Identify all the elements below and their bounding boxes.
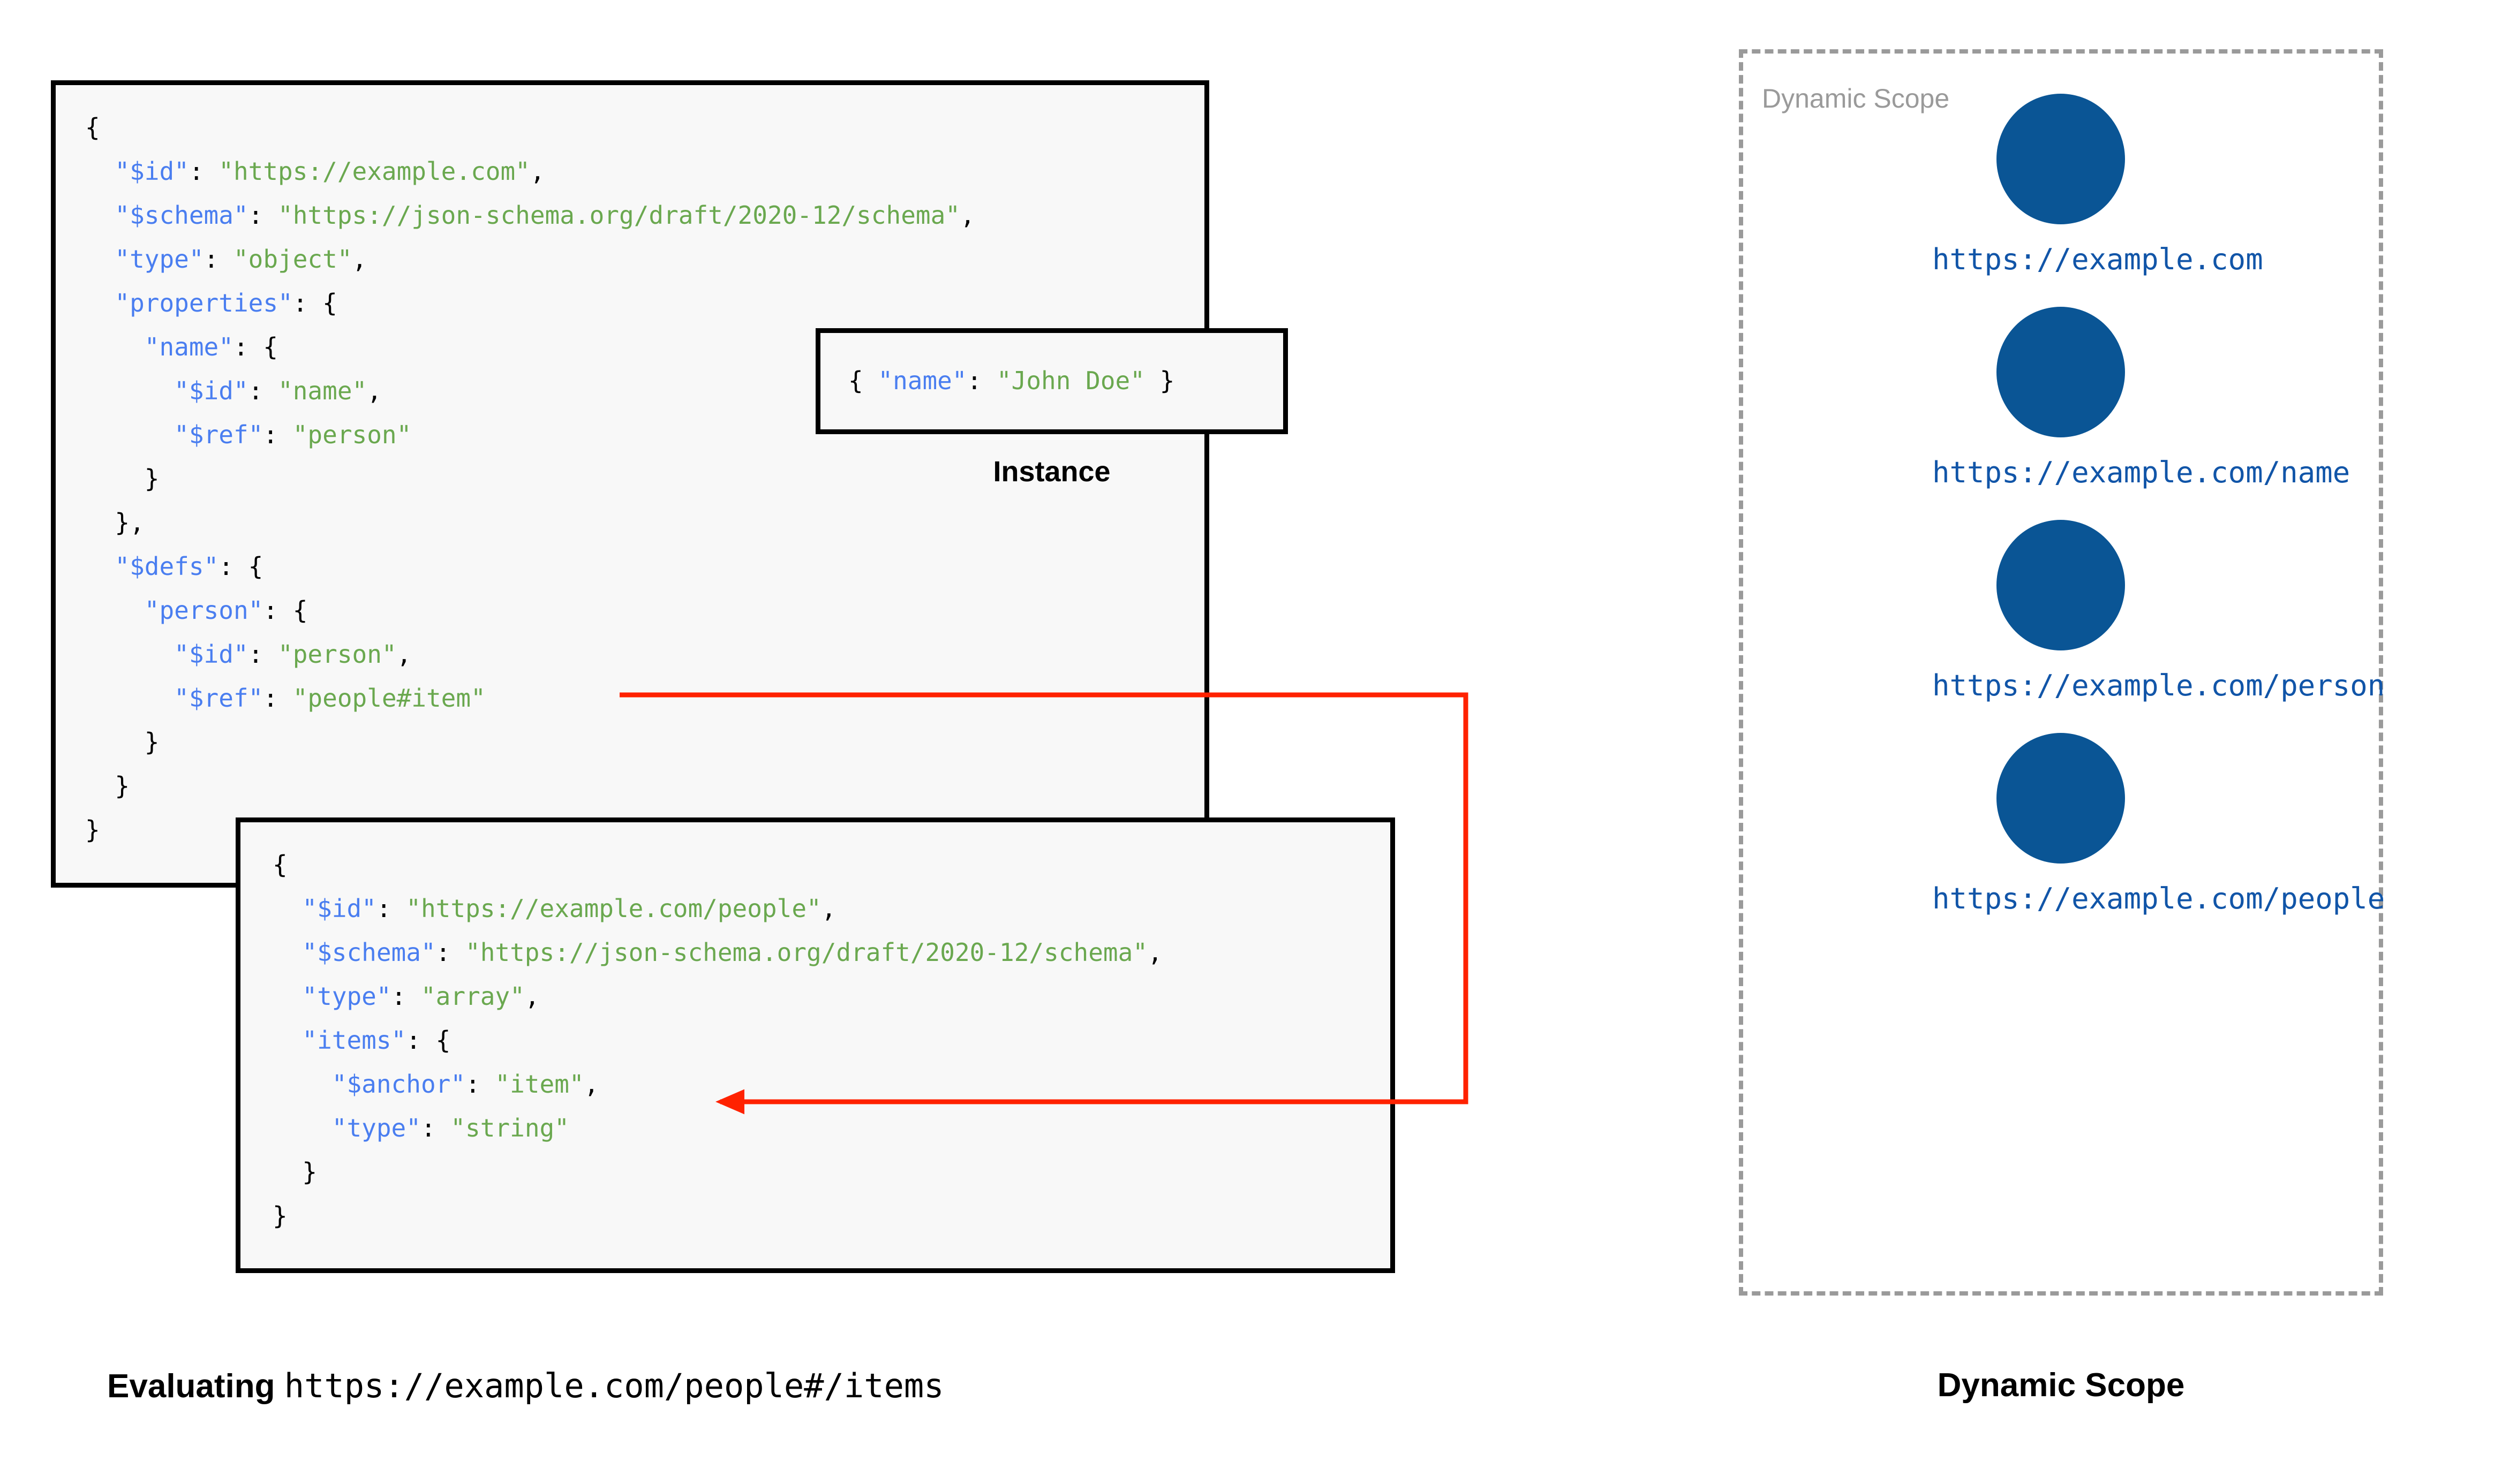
code-line: "$schema": "https://json-schema.org/draf… bbox=[302, 938, 1163, 967]
code-line: { "name": "John Doe" } bbox=[848, 366, 1175, 395]
evaluating-caption-uri: https://example.com/people#/items bbox=[284, 1366, 944, 1405]
code-line: "properties": { bbox=[115, 289, 337, 317]
code-line: } bbox=[144, 728, 160, 756]
scope-node-circle bbox=[1996, 307, 2125, 437]
scope-node-circle bbox=[1996, 733, 2125, 864]
instance-code: { "name": "John Doe" } bbox=[848, 359, 1174, 403]
root-schema-code: { "$id": "https://example.com", "$schema… bbox=[85, 105, 975, 852]
code-line: } bbox=[85, 815, 100, 844]
scope-node-circle bbox=[1996, 94, 2125, 224]
code-line: "$defs": { bbox=[115, 552, 263, 581]
instance-box: { "name": "John Doe" } bbox=[816, 328, 1288, 434]
code-line: "items": { bbox=[302, 1026, 451, 1055]
code-line: } bbox=[115, 771, 130, 800]
code-line: "person": { bbox=[144, 596, 308, 625]
code-line: "type": "array", bbox=[302, 982, 540, 1011]
dynamic-scope-title: Dynamic Scope bbox=[1762, 84, 1950, 113]
code-line: "$id": "https://example.com/people", bbox=[302, 894, 837, 923]
dynamic-scope-chain: https://example.com https://example.com/… bbox=[1739, 49, 2385, 1296]
scope-node-label: https://example.com/name bbox=[1932, 456, 2350, 489]
code-line: } bbox=[273, 1201, 288, 1230]
dynamic-scope-container bbox=[1739, 49, 2383, 1296]
code-line: } bbox=[144, 464, 160, 493]
code-line: "$ref": "people#item" bbox=[174, 684, 486, 713]
scope-node-0: https://example.com bbox=[1932, 94, 2263, 276]
code-line: "$ref": "person" bbox=[174, 420, 412, 449]
scope-node-label: https://example.com/people bbox=[1932, 882, 2385, 915]
instance-label: Instance bbox=[993, 456, 1111, 488]
code-line: "$schema": "https://json-schema.org/draf… bbox=[115, 201, 975, 230]
code-line: "type": "object", bbox=[115, 245, 367, 274]
scope-node-1: https://example.com/name bbox=[1932, 307, 2350, 489]
people-schema-box: { "$id": "https://example.com/people", "… bbox=[236, 817, 1395, 1273]
code-line: "$id": "https://example.com", bbox=[115, 157, 545, 186]
code-line: { bbox=[273, 850, 288, 879]
scope-node-label: https://example.com bbox=[1932, 243, 2263, 276]
code-line: } bbox=[302, 1157, 318, 1186]
code-line: { bbox=[85, 113, 100, 142]
scope-node-2: https://example.com/person bbox=[1932, 520, 2385, 702]
scope-node-3: https://example.com/people bbox=[1932, 733, 2385, 915]
evaluating-caption: Evaluating https://example.com/people#/i… bbox=[107, 1366, 944, 1405]
code-line: "type": "string" bbox=[331, 1114, 569, 1142]
code-line: "$id": "name", bbox=[174, 376, 382, 405]
code-line: "$id": "person", bbox=[174, 640, 412, 669]
dynamic-scope-caption: Dynamic Scope bbox=[1937, 1367, 2185, 1404]
evaluating-caption-prefix: Evaluating bbox=[107, 1368, 284, 1405]
scope-node-circle bbox=[1996, 520, 2125, 650]
code-line: "$anchor": "item", bbox=[331, 1070, 599, 1099]
people-schema-code: { "$id": "https://example.com/people", "… bbox=[273, 843, 1163, 1238]
scope-node-label: https://example.com/person bbox=[1932, 669, 2385, 702]
code-line: "name": { bbox=[144, 332, 278, 361]
code-line: }, bbox=[115, 508, 145, 537]
